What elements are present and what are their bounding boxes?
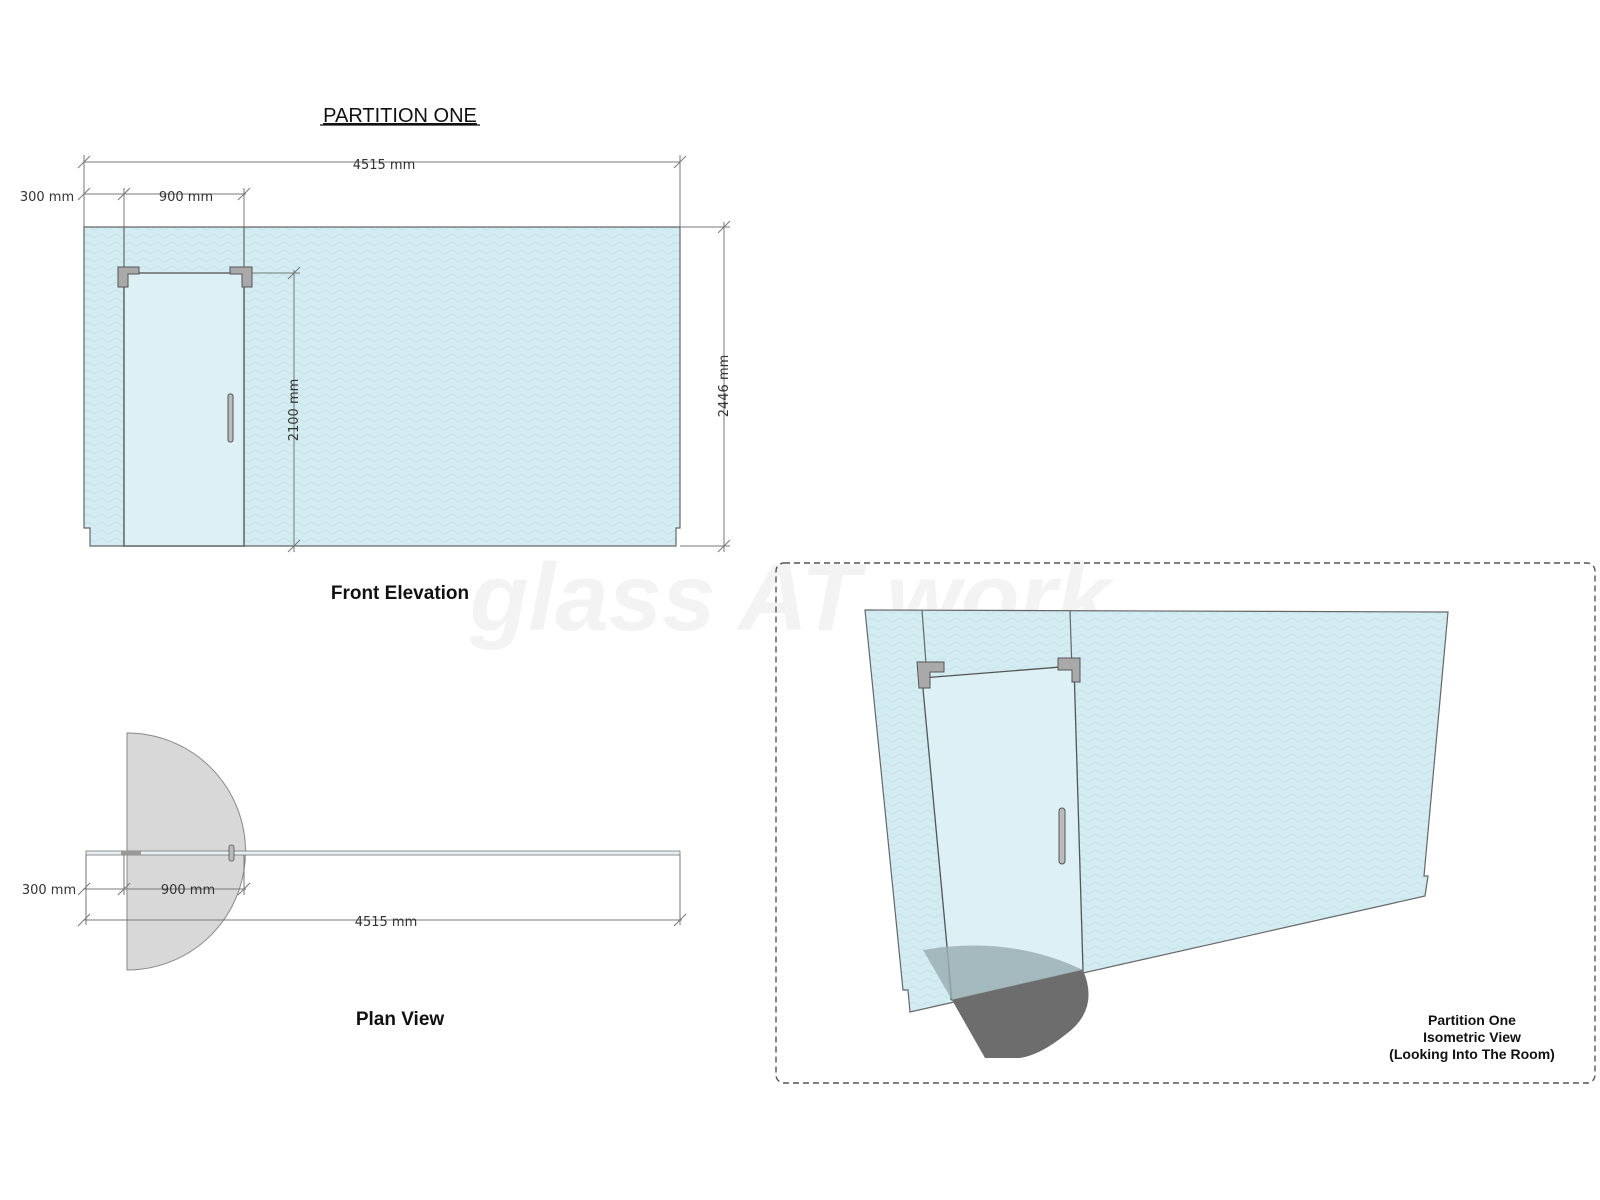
glass-line-plan	[85, 850, 681, 856]
door-handle-iso	[1058, 807, 1066, 865]
door-swing-iso-upper	[923, 945, 1083, 1000]
front-total-width-label: 4515 mm	[353, 158, 416, 173]
dim-tick	[77, 187, 91, 201]
dim-tick	[117, 187, 131, 201]
plan-side-panel-label: 300 mm	[22, 883, 76, 898]
dim-tick	[77, 155, 91, 169]
iso-caption-line3: (Looking Into The Room)	[1389, 1046, 1555, 1062]
iso-caption-line2: Isometric View	[1423, 1029, 1521, 1045]
hinge-right-iso	[1057, 657, 1081, 683]
dim-tick	[673, 913, 687, 927]
plan-view-caption: Plan View	[356, 1009, 445, 1030]
dim-tick	[673, 155, 687, 169]
iso-caption-line1: Partition One	[1428, 1012, 1516, 1028]
dim-tick	[77, 882, 91, 896]
door-handle-front	[227, 393, 234, 443]
front-door-height-label: 2100 mm	[287, 379, 302, 442]
plan-door-width-label: 900 mm	[161, 883, 215, 898]
isometric-frame	[775, 562, 1596, 1084]
dim-tick	[237, 187, 251, 201]
dim-tick	[77, 913, 91, 927]
front-side-panel-label: 300 mm	[20, 190, 74, 205]
dim-tick	[287, 539, 301, 553]
dim-tick	[287, 266, 301, 280]
hinge-left-front	[117, 266, 140, 288]
plan-view: 300 mm 900 mm 4515 mm Plan View	[22, 732, 687, 1030]
front-elevation: 4515 mm 300 mm 900 mm 2100 mm 2446 mm Fr…	[20, 155, 732, 604]
dim-tick	[117, 882, 131, 896]
dim-tick	[717, 220, 731, 234]
door-handle-plan	[228, 844, 235, 862]
front-door-width-label: 900 mm	[159, 190, 213, 205]
door-leaf-front	[123, 272, 245, 547]
dim-tick	[717, 539, 731, 553]
plan-total-width-label: 4515 mm	[355, 915, 418, 930]
hinge-plan	[121, 851, 141, 855]
door-swing-iso-lower	[952, 970, 1089, 1058]
hinge-left-iso	[916, 661, 945, 689]
drawing-title: PARTITION ONE	[323, 105, 477, 127]
front-elevation-caption: Front Elevation	[331, 583, 469, 604]
front-total-height-label: 2446 mm	[717, 355, 732, 418]
isometric-view: Partition One Isometric View (Looking In…	[775, 562, 1596, 1084]
hinge-right-front	[229, 266, 253, 288]
dim-tick	[237, 882, 251, 896]
